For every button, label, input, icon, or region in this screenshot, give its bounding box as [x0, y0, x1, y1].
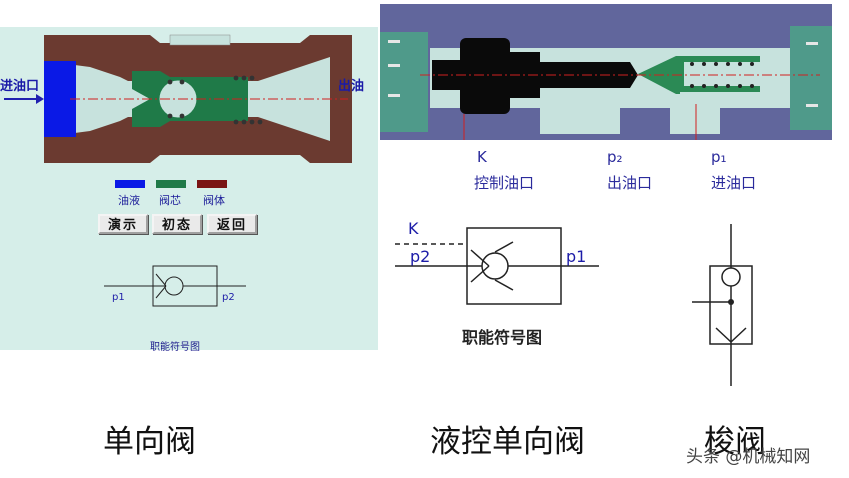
caption-check-valve: 单向阀	[103, 424, 196, 460]
pilot-port-p2-name: 出油口	[607, 174, 653, 192]
legend-swatch-spool	[156, 180, 186, 188]
spring	[167, 75, 263, 125]
top-cap	[169, 34, 231, 46]
symbol-port-p2: p2	[222, 292, 235, 303]
inlet-label: 进油口	[0, 79, 40, 94]
caption-pilot-check-valve: 液控单向阀	[430, 424, 585, 460]
symbol-port-p1: p1	[112, 292, 125, 303]
pilot-valve-parts	[380, 26, 832, 140]
pilot-port-p1-letter: p₁	[711, 148, 727, 166]
check-valve-symbol	[104, 265, 246, 307]
watermark: 头条 @机械知网	[686, 447, 811, 467]
legend-swatch-fluid	[115, 180, 145, 188]
pilot-port-p1-name: 进油口	[711, 174, 757, 192]
outlet-label: 出油	[338, 79, 365, 94]
shuttle-valve-symbol	[692, 224, 753, 386]
pilot-symbol-p2: p2	[410, 247, 431, 266]
pilot-check-valve-symbol	[395, 227, 599, 305]
legend-swatch-body	[197, 180, 227, 188]
pilot-symbol-p1: p1	[566, 247, 587, 266]
back-button[interactable]: 返回	[207, 214, 257, 234]
check-valve-section-drawing	[4, 34, 352, 163]
demo-button[interactable]: 演示	[98, 214, 148, 234]
pilot-symbol-caption: 职能符号图	[462, 328, 543, 347]
legend-label-fluid: 油液	[118, 194, 140, 207]
pilot-port-k-name: 控制油口	[474, 174, 535, 192]
legend-label-body: 阀体	[203, 194, 225, 207]
symbol-caption: 职能符号图	[150, 342, 200, 353]
pilot-port-p2-letter: p₂	[607, 148, 623, 166]
pilot-symbol-k: K	[408, 219, 419, 238]
legend-label-spool: 阀芯	[159, 194, 181, 207]
caption-shuttle-valve: 梭阀	[704, 424, 766, 460]
initial-state-button[interactable]: 初态	[152, 214, 202, 234]
pilot-port-k-letter: K	[477, 148, 487, 166]
